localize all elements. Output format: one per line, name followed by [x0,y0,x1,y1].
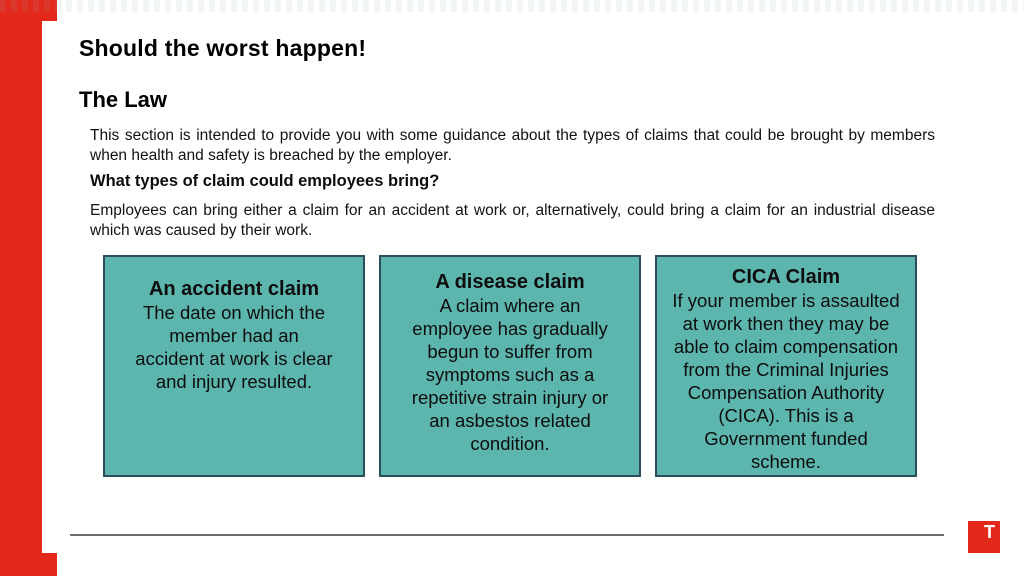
slide-subtitle: The Law [79,87,168,112]
disease-claim-box: A disease claim A claim where an employe… [379,255,641,477]
question-heading: What types of claim could employees brin… [90,172,440,190]
accident-claim-box: An accident claim The date on which the … [103,255,365,477]
answer-paragraph: Employees can bring either a claim for a… [90,202,935,239]
disease-claim-title: A disease claim [435,271,585,293]
slide-title: Should the worst happen! [79,35,367,61]
cica-claim-box: CICA Claim If your member is assaulted a… [655,255,917,477]
red-accent-bar [0,0,42,553]
red-accent-top-block [0,0,57,21]
claim-boxes-row: An accident claim The date on which the … [103,255,917,477]
top-edge-pattern [0,0,1024,12]
cica-claim-title: CICA Claim [731,266,841,288]
disease-claim-body: A claim where an employee has gradually … [411,295,609,454]
intro-paragraph: This section is intended to provide you … [90,127,935,164]
cica-claim-body: If your member is assaulted at work then… [672,290,900,472]
footer-divider-line [70,534,944,536]
t-logo-letter: T [984,522,995,542]
accident-claim-title: An accident claim [148,278,320,300]
accident-claim-body: The date on which the member had an acci… [135,302,333,392]
red-accent-bottom-block [0,553,57,576]
t-logo-badge: T [968,521,1000,553]
